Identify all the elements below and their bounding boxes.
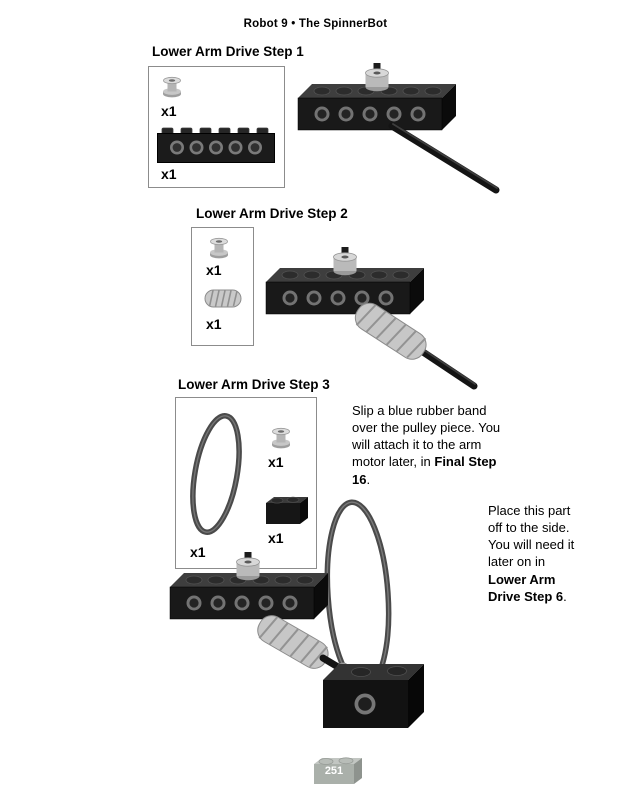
pulley-icon xyxy=(272,427,290,449)
beam-worm-gear-illustration xyxy=(265,247,478,390)
worm-gear-icon xyxy=(204,289,242,308)
running-header: Robot 9 • The SpinnerBot xyxy=(243,18,388,30)
step1-assembly-image xyxy=(282,62,522,202)
pulley-icon xyxy=(210,237,228,259)
part-qty: x1 xyxy=(268,454,284,470)
note-text: Slip a blue rubber band over the pulley … xyxy=(352,403,501,470)
step2-title: Lower Arm Drive Step 2 xyxy=(196,206,348,221)
step1-parts-box: x1 x1 xyxy=(148,66,285,188)
step2-parts-box: x1 x1 xyxy=(191,227,254,346)
part-qty: x1 xyxy=(206,316,222,332)
page-number: 251 xyxy=(324,765,344,777)
step3-title: Lower Arm Drive Step 3 xyxy=(178,377,330,392)
part-qty: x1 xyxy=(161,166,177,182)
black-brick-icon xyxy=(266,496,308,524)
pulley-icon xyxy=(163,76,181,98)
beam-axle-pulley-illustration xyxy=(297,63,500,194)
step3-note-set-aside: Place this part off to the side. You wil… xyxy=(488,502,584,605)
note-text-suffix: . xyxy=(563,588,567,604)
part-qty: x1 xyxy=(161,103,177,119)
rubber-band-icon xyxy=(190,413,242,535)
part-qty: x1 xyxy=(206,262,222,278)
part-qty: x1 xyxy=(268,530,284,546)
part-qty: x1 xyxy=(190,544,206,560)
step2-assembly-image xyxy=(252,240,502,395)
step3-parts-box: x1 x1 x1 xyxy=(175,397,317,569)
step3-note-rubber-band: Slip a blue rubber band over the pulley … xyxy=(352,402,504,488)
page-number-brick: 251 xyxy=(308,752,366,786)
gray-brick-icon xyxy=(314,757,362,784)
note-bold-reference: Final Step 16 xyxy=(352,454,497,487)
step1-title: Lower Arm Drive Step 1 xyxy=(152,44,304,59)
note-text: Place this part off to the side. You wil… xyxy=(488,503,575,570)
step3-assembly-image xyxy=(158,495,488,760)
note-bold-reference: Lower Arm Drive Step 6 xyxy=(488,571,564,604)
beam-worm-band-brick-illustration xyxy=(169,499,424,728)
technic-beam-icon xyxy=(157,127,275,163)
note-text-suffix: . xyxy=(366,471,371,487)
